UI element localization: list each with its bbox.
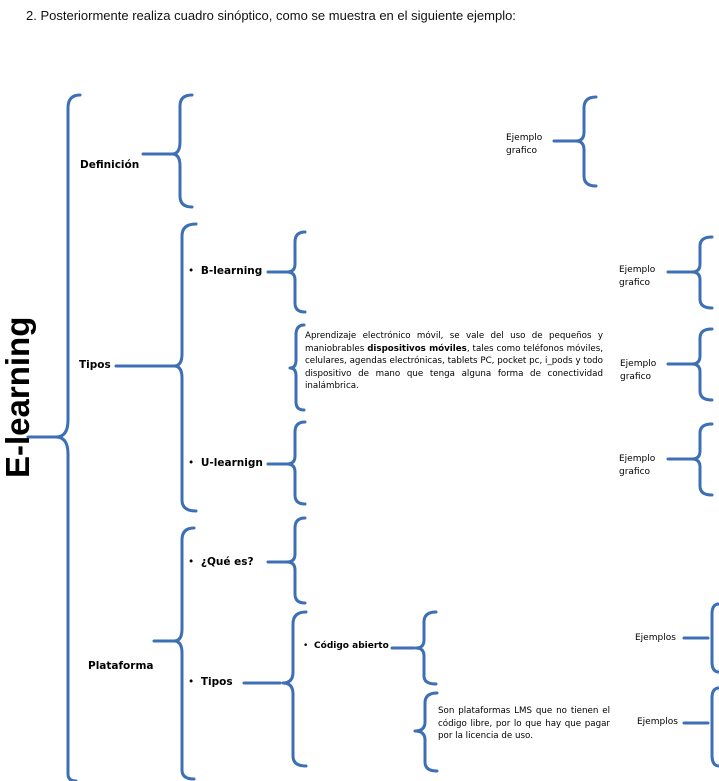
grafico-line: grafico — [619, 278, 651, 288]
codigo-abierto-brace — [414, 610, 438, 686]
definicion-label: Definición — [80, 159, 140, 171]
tipos-brace — [172, 222, 198, 513]
grafico-line: grafico — [506, 146, 538, 156]
ejemplo-grafico-b-learning: Ejemplo grafico — [619, 264, 655, 290]
plataforma-brace — [172, 526, 196, 781]
ejemplo-u-brace — [690, 422, 714, 497]
root-brace — [54, 93, 82, 781]
ejemplo-line: Ejemplo — [620, 359, 657, 369]
grafico-line: grafico — [620, 372, 652, 382]
codigo-abierto-item: • Código abierto — [303, 641, 389, 651]
u-learning-label: U-learnign — [200, 457, 263, 469]
ejemplos-lms: Ejemplos — [637, 717, 678, 727]
ejemplo-line: Ejemplo — [506, 133, 543, 143]
tipos-plataforma-brace — [281, 610, 308, 768]
bullet: • — [188, 676, 195, 688]
mobile-paragraph-text: Aprendizaje electrónico móvil, se vale d… — [305, 331, 603, 354]
ejemplos-bottom-brace — [710, 686, 719, 768]
plataforma-label: Plataforma — [88, 660, 154, 672]
ejemplo-grafico-mobile: Ejemplo grafico — [620, 358, 656, 384]
b-learning-brace — [285, 230, 307, 314]
definicion-brace — [170, 93, 194, 209]
mobile-paragraph-rest: , tales como teléfonos móviles, celulare… — [305, 343, 603, 392]
ejemplo-line: Ejemplo — [619, 454, 656, 464]
plataforma-tipos-label: Tipos — [200, 676, 233, 688]
root-title: E-learning — [0, 316, 36, 478]
ejemplos-top-brace — [710, 602, 719, 674]
lms-paragraph: Son plataformas LMS que no tienen el cód… — [438, 706, 610, 742]
ejemplo-grafico-u-learning: Ejemplo grafico — [619, 453, 655, 479]
ejemplo-grafico-top: Ejemplo grafico — [506, 132, 542, 158]
que-es-item: • ¿Qué es? — [188, 556, 254, 568]
que-es-label: ¿Qué es? — [200, 556, 254, 568]
plataforma-tipos-item: • Tipos — [188, 676, 233, 688]
mobile-paragraph: Aprendizaje electrónico móvil, se vale d… — [305, 330, 603, 393]
bullet: • — [303, 641, 309, 651]
ejemplo-b-brace — [690, 235, 714, 310]
ejemplos-codigo-abierto: Ejemplos — [635, 633, 676, 643]
que-es-brace — [285, 516, 307, 605]
b-learning-item: • B-learning — [188, 265, 262, 277]
lms-paragraph-brace — [413, 691, 439, 773]
tipos-label: Tipos — [79, 359, 111, 371]
grafico-line: grafico — [619, 467, 651, 477]
ejemplo-top-brace — [574, 95, 598, 188]
u-learning-brace — [285, 420, 307, 506]
mobile-paragraph-bold: dispositivos móviles — [367, 343, 467, 354]
codigo-abierto-label: Código abierto — [314, 641, 389, 651]
b-learning-label: B-learning — [200, 265, 263, 277]
bullet: • — [188, 556, 195, 568]
mobile-paragraph-brace — [288, 323, 306, 412]
ejemplo-mobile-brace — [690, 327, 714, 402]
bullet: • — [188, 265, 195, 277]
instruction-text: 2. Posteriormente realiza cuadro sinópti… — [26, 8, 516, 23]
bullet: • — [188, 457, 195, 469]
u-learning-item: • U-learnign — [188, 457, 263, 469]
ejemplo-line: Ejemplo — [619, 265, 656, 275]
